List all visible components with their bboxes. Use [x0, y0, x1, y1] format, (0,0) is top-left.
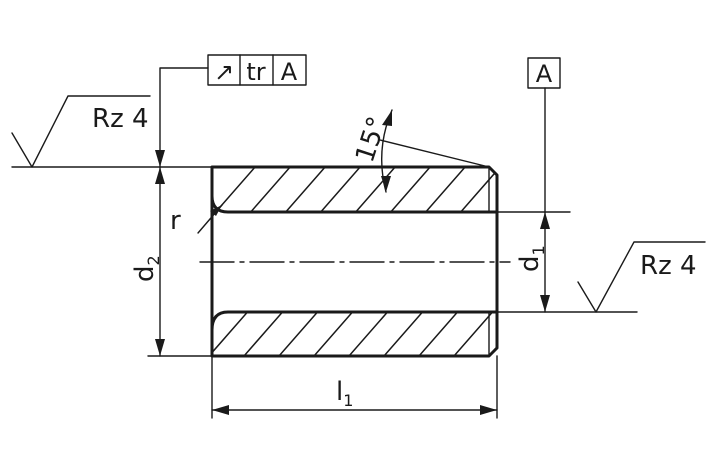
angle-label: 15°	[350, 113, 393, 166]
bore-bottom-edge	[210, 310, 499, 332]
dim-l1-label: l1	[336, 377, 353, 410]
tolerance-datum: A	[281, 58, 298, 86]
roughness-symbol-left: Rz 4	[11, 95, 151, 168]
radius-label: r	[170, 206, 181, 236]
runout-symbol-icon: ↗	[214, 58, 234, 86]
dim-d1-label: d1	[515, 245, 548, 272]
roughness-right-label: Rz 4	[640, 251, 697, 281]
bore-top-edge	[210, 194, 499, 214]
datum-reference: A	[527, 57, 561, 89]
tolerance-value: tr	[246, 58, 265, 86]
extension-lines	[11, 166, 638, 419]
roughness-symbol-right: Rz 4	[577, 241, 706, 313]
hatching-top	[212, 167, 497, 212]
datum-label: A	[536, 60, 553, 88]
hatching-bottom	[212, 312, 497, 356]
dimension-l1: l1	[211, 377, 498, 415]
roughness-left-label: Rz 4	[92, 104, 149, 134]
dimension-d2: d2	[130, 166, 165, 357]
dimension-d1: d1	[515, 87, 550, 313]
bushing-section	[199, 165, 511, 358]
dim-d2-label: d2	[130, 255, 163, 282]
tolerance-frame: ↗ tr A	[155, 54, 307, 168]
radius-callout: r	[170, 204, 223, 236]
